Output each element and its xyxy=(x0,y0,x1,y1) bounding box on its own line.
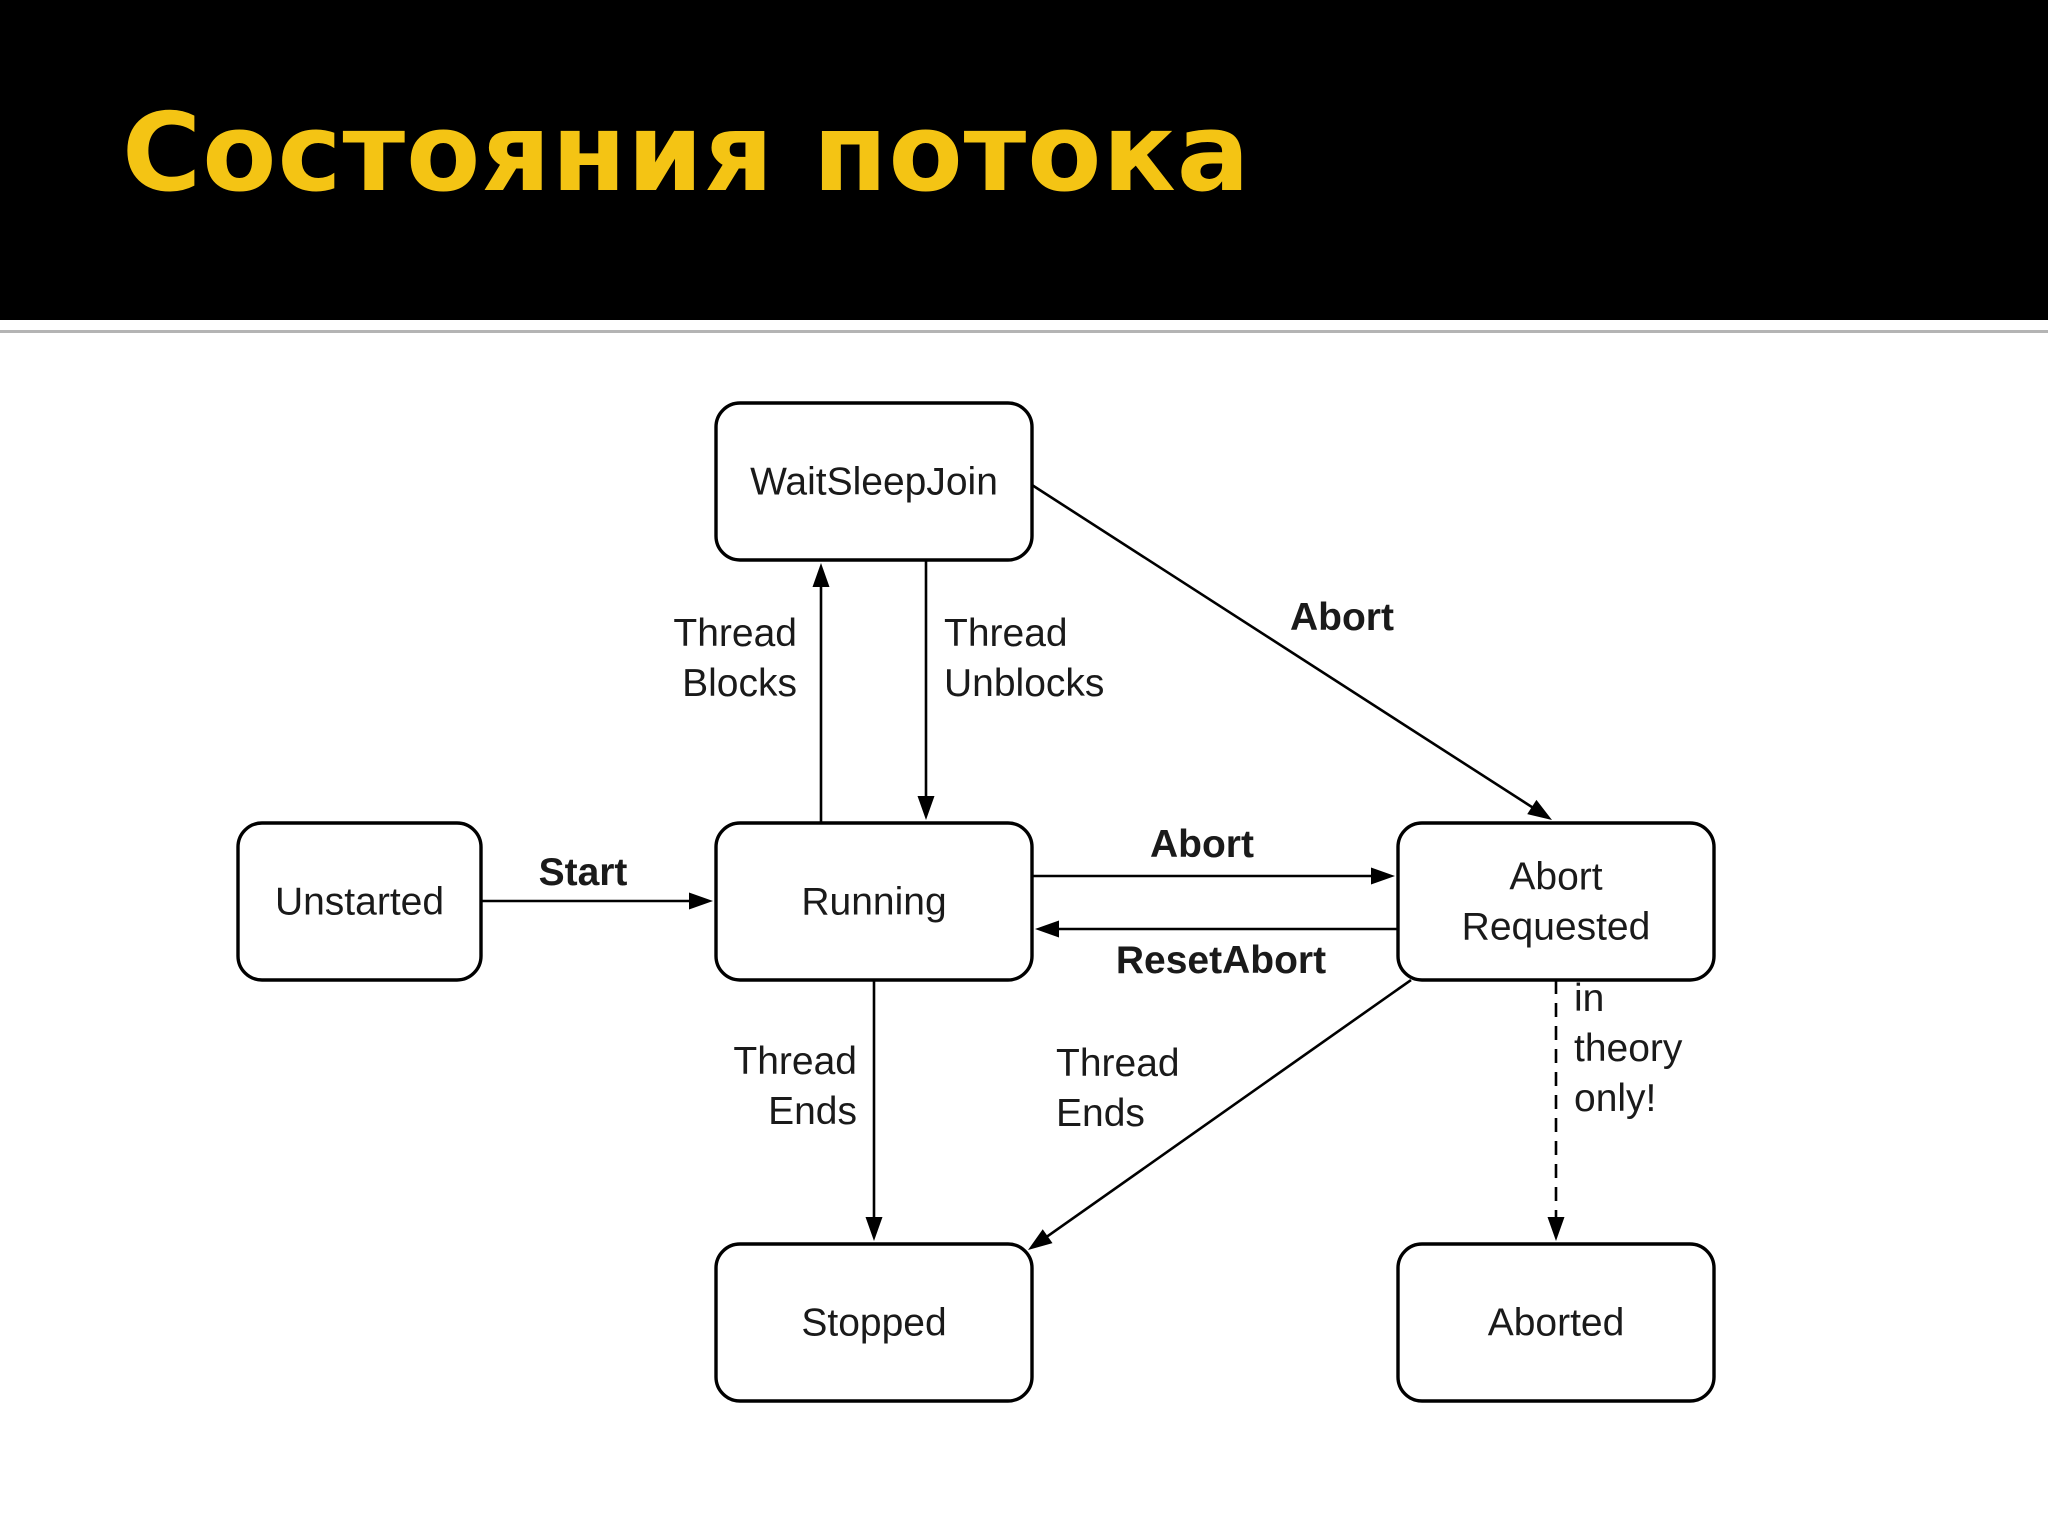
edge-reset-abort: ResetAbort xyxy=(1035,920,1398,982)
state-stopped: Stopped xyxy=(714,1242,1034,1403)
edge-line xyxy=(1045,978,1412,1239)
state-label: WaitSleepJoin xyxy=(750,461,998,504)
state-waitsleepjoin: WaitSleepJoin xyxy=(714,401,1034,562)
state-aborted: Aborted xyxy=(1396,1242,1716,1403)
edge-abort-from-running: Abort xyxy=(1032,823,1395,885)
edge-label: Abort xyxy=(1150,823,1254,866)
edge-label: Abort xyxy=(1290,596,1394,639)
arrowhead-icon xyxy=(1035,920,1059,938)
arrowhead-icon xyxy=(865,1217,883,1241)
state-label: Running xyxy=(801,881,946,924)
arrowhead-icon xyxy=(1371,867,1395,885)
slide-title: Состояния потока xyxy=(122,91,1251,216)
arrowhead-icon xyxy=(689,892,713,910)
state-box xyxy=(1396,821,1716,982)
state-unstarted: Unstarted xyxy=(236,821,483,982)
edge-abort-from-wait: Abort xyxy=(1031,483,1552,820)
edge-label: ResetAbort xyxy=(1116,939,1326,982)
state-box xyxy=(1396,1242,1716,1403)
arrowhead-icon xyxy=(1527,799,1552,820)
title-divider xyxy=(0,330,2048,333)
arrowhead-icon xyxy=(917,796,935,820)
edge-label: Start xyxy=(539,851,628,894)
state-running: Running xyxy=(714,821,1034,982)
state-box xyxy=(714,401,1034,562)
edge-start: Start xyxy=(481,851,713,910)
arrowhead-icon xyxy=(1028,1229,1053,1250)
edge-line xyxy=(1031,483,1535,810)
state-box xyxy=(714,821,1034,982)
arrowhead-icon xyxy=(812,563,830,587)
arrowhead-icon xyxy=(1547,1217,1565,1241)
state-label: Aborted xyxy=(1488,1302,1625,1345)
state-box xyxy=(236,821,483,982)
state-label: Stopped xyxy=(801,1302,946,1345)
state-box xyxy=(714,1242,1034,1403)
state-label: Unstarted xyxy=(275,881,444,924)
title-bar: Состояния потока xyxy=(0,0,2048,320)
